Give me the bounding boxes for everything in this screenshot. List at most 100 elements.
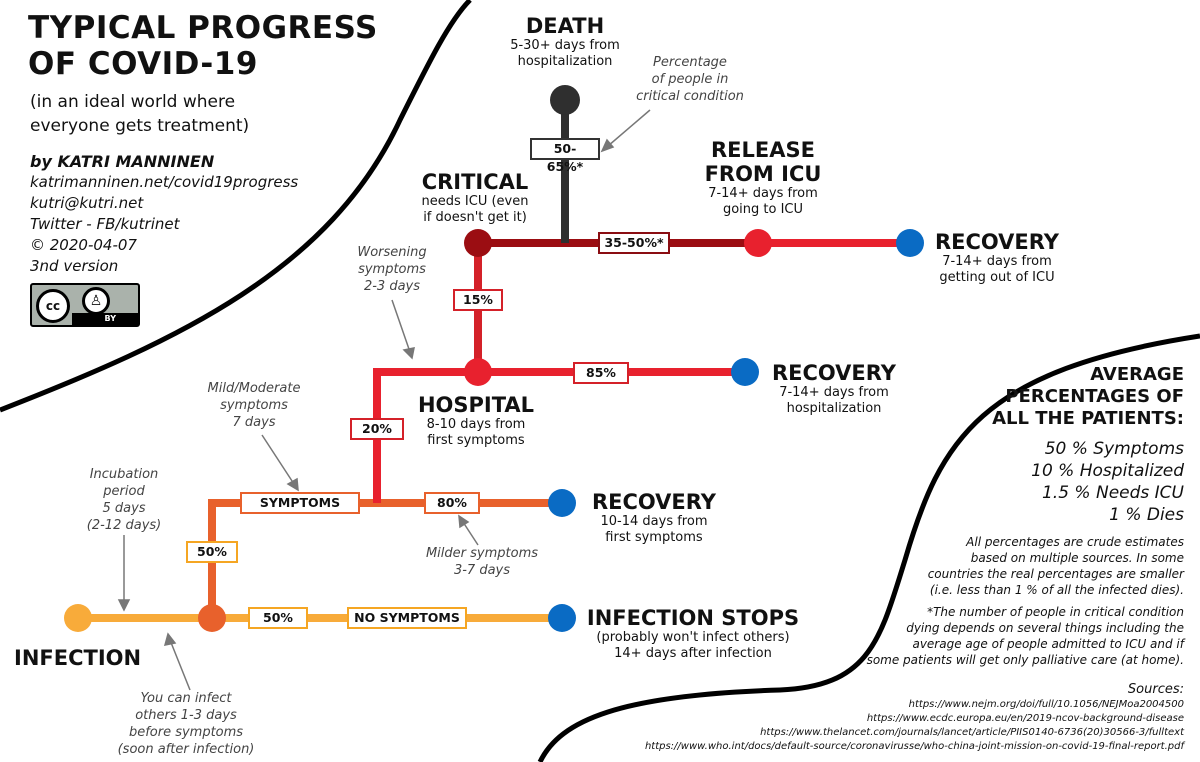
attribution-person-icon: ♙ <box>82 287 110 315</box>
critical-dot <box>464 229 492 257</box>
note-line: You can infect <box>140 691 232 706</box>
version: 3nd version <box>30 257 119 275</box>
note-line: others 1-3 days <box>135 708 237 723</box>
bottom-right-curve <box>537 333 1200 762</box>
arrow-percentage <box>607 109 651 147</box>
hospital-recovery-percentage-box: 85% <box>573 362 629 384</box>
milder-percentage-box: 80% <box>424 492 480 514</box>
release-label-2: FROM ICU <box>704 162 822 186</box>
source-link[interactable]: https://www.ecdc.europa.eu/en/2019-ncov-… <box>866 713 1184 724</box>
top-left-curve <box>0 0 472 413</box>
subtitle-line-2: everyone gets treatment) <box>30 116 250 136</box>
infection-stops-sub-2: 14+ days after infection <box>614 646 772 661</box>
note-line: (soon after infection) <box>117 742 255 757</box>
recovery-hospital-sub-2: hospitalization <box>786 401 882 416</box>
death-label: DEATH <box>525 14 605 38</box>
author-name: by KATRI MANNINEN <box>30 152 215 171</box>
release-sub-2: going to ICU <box>722 202 804 217</box>
sources: Sources: https://www.nejm.org/doi/full/1… <box>645 682 1184 754</box>
node-recovery-symptoms: RECOVERY 10-14 days from first symptoms <box>584 490 724 546</box>
release-dot <box>744 229 772 257</box>
note-line: before symptoms <box>128 725 244 740</box>
note-line: 7 days <box>232 415 276 430</box>
critical-note-line: average age of people admitted to ICU an… <box>912 637 1184 651</box>
source-link[interactable]: https://www.thelancet.com/journals/lance… <box>760 727 1184 738</box>
subtitle-line-1: (in an ideal world where <box>30 92 236 112</box>
node-infection-stops: INFECTION STOPS (probably won't infect o… <box>582 606 804 662</box>
incubation-note: Incubation period 5 days (2-12 days) <box>72 466 176 534</box>
critical-percentage-box: 15% <box>453 289 503 311</box>
sources-heading: Sources: <box>1127 682 1184 697</box>
arrow-head-milder <box>458 514 470 529</box>
infection-dot <box>64 604 92 632</box>
no-symptoms-percentage-box: 50% <box>248 607 308 629</box>
symptoms-box: SYMPTOMS <box>240 492 360 514</box>
hospital-percentage-box: 20% <box>350 418 404 440</box>
hospital-dot <box>464 358 492 386</box>
infect-others-note: You can infect others 1-3 days before sy… <box>112 690 260 758</box>
arrow-head-mild <box>286 477 299 492</box>
source-link[interactable]: https://www.nejm.org/doi/full/10.1056/NE… <box>908 699 1184 710</box>
avg-stat: 10 % Hospitalized <box>1031 461 1184 481</box>
estimate-note-line: based on multiple sources. In some <box>970 551 1184 565</box>
note-line: 5 days <box>102 501 146 516</box>
node-death: DEATH 5-30+ days from hospitalization <box>485 14 645 70</box>
recovery-symptoms-sub-2: first symptoms <box>605 530 703 545</box>
critical-sub-2: if doesn't get it) <box>423 210 527 225</box>
infection-stops-label: INFECTION STOPS <box>586 606 800 630</box>
critical-note-line: *The number of people in critical condit… <box>927 605 1184 619</box>
subtitle: (in an ideal world where everyone gets t… <box>30 90 249 138</box>
estimate-note-line: All percentages are crude estimates <box>966 535 1184 549</box>
arrow-infect-others <box>169 639 191 691</box>
estimate-note-line: (i.e. less than 1 % of all the infected … <box>929 583 1184 597</box>
note-line: Incubation <box>89 467 159 482</box>
note-line: 2-3 days <box>363 279 421 294</box>
critical-sub-1: needs ICU (even <box>421 194 529 209</box>
recovery-hospital-dot <box>731 358 759 386</box>
recovery-icu-label: RECOVERY <box>934 230 1060 254</box>
title-line-1: TYPICAL PROGRESS <box>28 10 378 46</box>
arrow-mild <box>261 434 295 485</box>
avg-heading-3: ALL THE PATIENTS: <box>992 408 1184 429</box>
arrow-worsening <box>391 299 411 353</box>
author-social: Twitter - FB/kutrinet <box>30 215 180 233</box>
avg-heading-1: AVERAGE <box>1090 364 1184 385</box>
critical-note-line: some patients will get only palliative c… <box>866 653 1184 667</box>
recovery-hospital-sub-1: 7-14+ days from <box>779 385 889 400</box>
no-symptoms-box: NO SYMPTOMS <box>347 607 467 629</box>
critical-label: CRITICAL <box>421 170 529 194</box>
note-line: Percentage <box>653 55 727 70</box>
milder-note: Milder symptoms 3-7 days <box>418 545 546 579</box>
symptoms-percentage-box: 50% <box>186 541 238 563</box>
author-info: by KATRI MANNINEN katrimanninen.net/covi… <box>30 151 298 277</box>
publish-date: © 2020-04-07 <box>30 236 137 254</box>
mild-note: Mild/Moderate symptoms 7 days <box>202 380 306 431</box>
arrow-head-infect-others <box>163 632 177 646</box>
symptoms-dot <box>198 604 226 632</box>
death-sub-2: hospitalization <box>517 54 613 69</box>
recovery-symptoms-dot <box>548 489 576 517</box>
node-hospital: HOSPITAL 8-10 days from first symptoms <box>410 393 542 449</box>
title-line-2: OF COVID-19 <box>28 46 258 82</box>
node-recovery-icu: RECOVERY 7-14+ days from getting out of … <box>928 230 1066 286</box>
page-title: TYPICAL PROGRESS OF COVID-19 <box>28 10 378 82</box>
avg-heading-2: PERCENTAGES OF <box>1005 386 1184 407</box>
infection-stops-dot <box>548 604 576 632</box>
author-email: kutri@kutri.net <box>30 194 144 212</box>
note-line: Mild/Moderate <box>207 381 301 396</box>
note-line: Milder symptoms <box>425 546 539 561</box>
hospital-label: HOSPITAL <box>417 393 535 417</box>
note-line: symptoms <box>358 262 426 277</box>
death-percentage-box: 50-65%* <box>530 138 600 174</box>
author-website: katrimanninen.net/covid19progress <box>30 173 299 191</box>
recovery-icu-sub-1: 7-14+ days from <box>942 254 1052 269</box>
recovery-symptoms-sub-1: 10-14 days from <box>600 514 708 529</box>
arrow-head-worsening <box>402 347 415 360</box>
hospital-sub-2: first symptoms <box>427 433 525 448</box>
source-link[interactable]: https://www.who.int/docs/default-source/… <box>644 741 1184 752</box>
note-line: 3-7 days <box>453 563 511 578</box>
percentage-note: Percentage of people in critical conditi… <box>625 54 755 105</box>
cc-icon: cc <box>36 289 70 323</box>
cc-by-license-badge: BY cc ♙ <box>30 283 140 327</box>
